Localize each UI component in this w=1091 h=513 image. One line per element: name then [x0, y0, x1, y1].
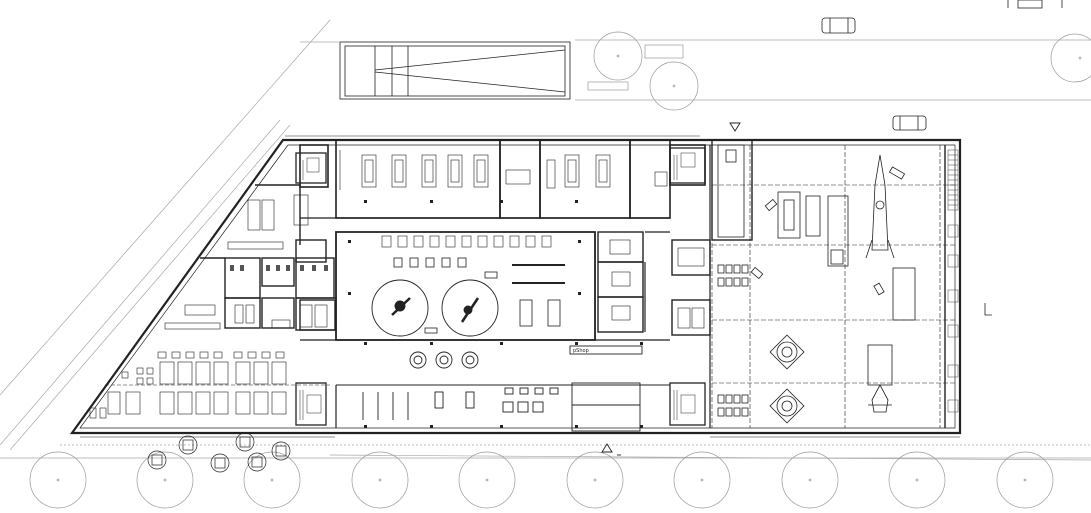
corridor-lines: [300, 145, 711, 428]
north-wing-walls: [299, 139, 706, 219]
columns: [348, 200, 643, 428]
cafe-small-seats: [89, 367, 154, 419]
lab-benches-north: [339, 150, 668, 190]
east-hall-grid: [711, 145, 955, 428]
service-core-fixtures: [609, 239, 705, 329]
east-hall-walls: [711, 139, 946, 428]
cafe-row-1: [157, 351, 285, 359]
service-core: [299, 231, 711, 336]
top-right-mark: [1007, 0, 1063, 9]
cafe-seating: [89, 351, 330, 419]
cafe-tables-b: [107, 391, 287, 415]
parked-cars: [821, 17, 927, 131]
central-hall: [335, 231, 596, 341]
east-marker: [984, 303, 992, 316]
east-facade-hatch: [947, 149, 959, 413]
south-gallery: [336, 345, 670, 432]
central-hall-seating: [381, 235, 552, 248]
entrance-markers: [601, 122, 741, 456]
round-exhibits: [371, 279, 499, 337]
toilet-fixtures: [230, 265, 328, 271]
hall-machines: [393, 257, 565, 334]
stair-cores: [295, 147, 706, 426]
east-hall-exhibits: [717, 144, 916, 424]
west-wing-walls: [200, 184, 337, 331]
shop-counter-label: pShop: [573, 348, 589, 354]
outdoor-tables: [147, 432, 291, 473]
building-inner-outline: [79, 144, 956, 429]
site-context: [0, 19, 1091, 461]
south-facade-strip: [80, 135, 960, 438]
top-ramp: [300, 41, 571, 100]
stair-treads: [299, 152, 696, 420]
cafe-tables-a: [159, 361, 287, 385]
street-trees: [29, 31, 1091, 509]
